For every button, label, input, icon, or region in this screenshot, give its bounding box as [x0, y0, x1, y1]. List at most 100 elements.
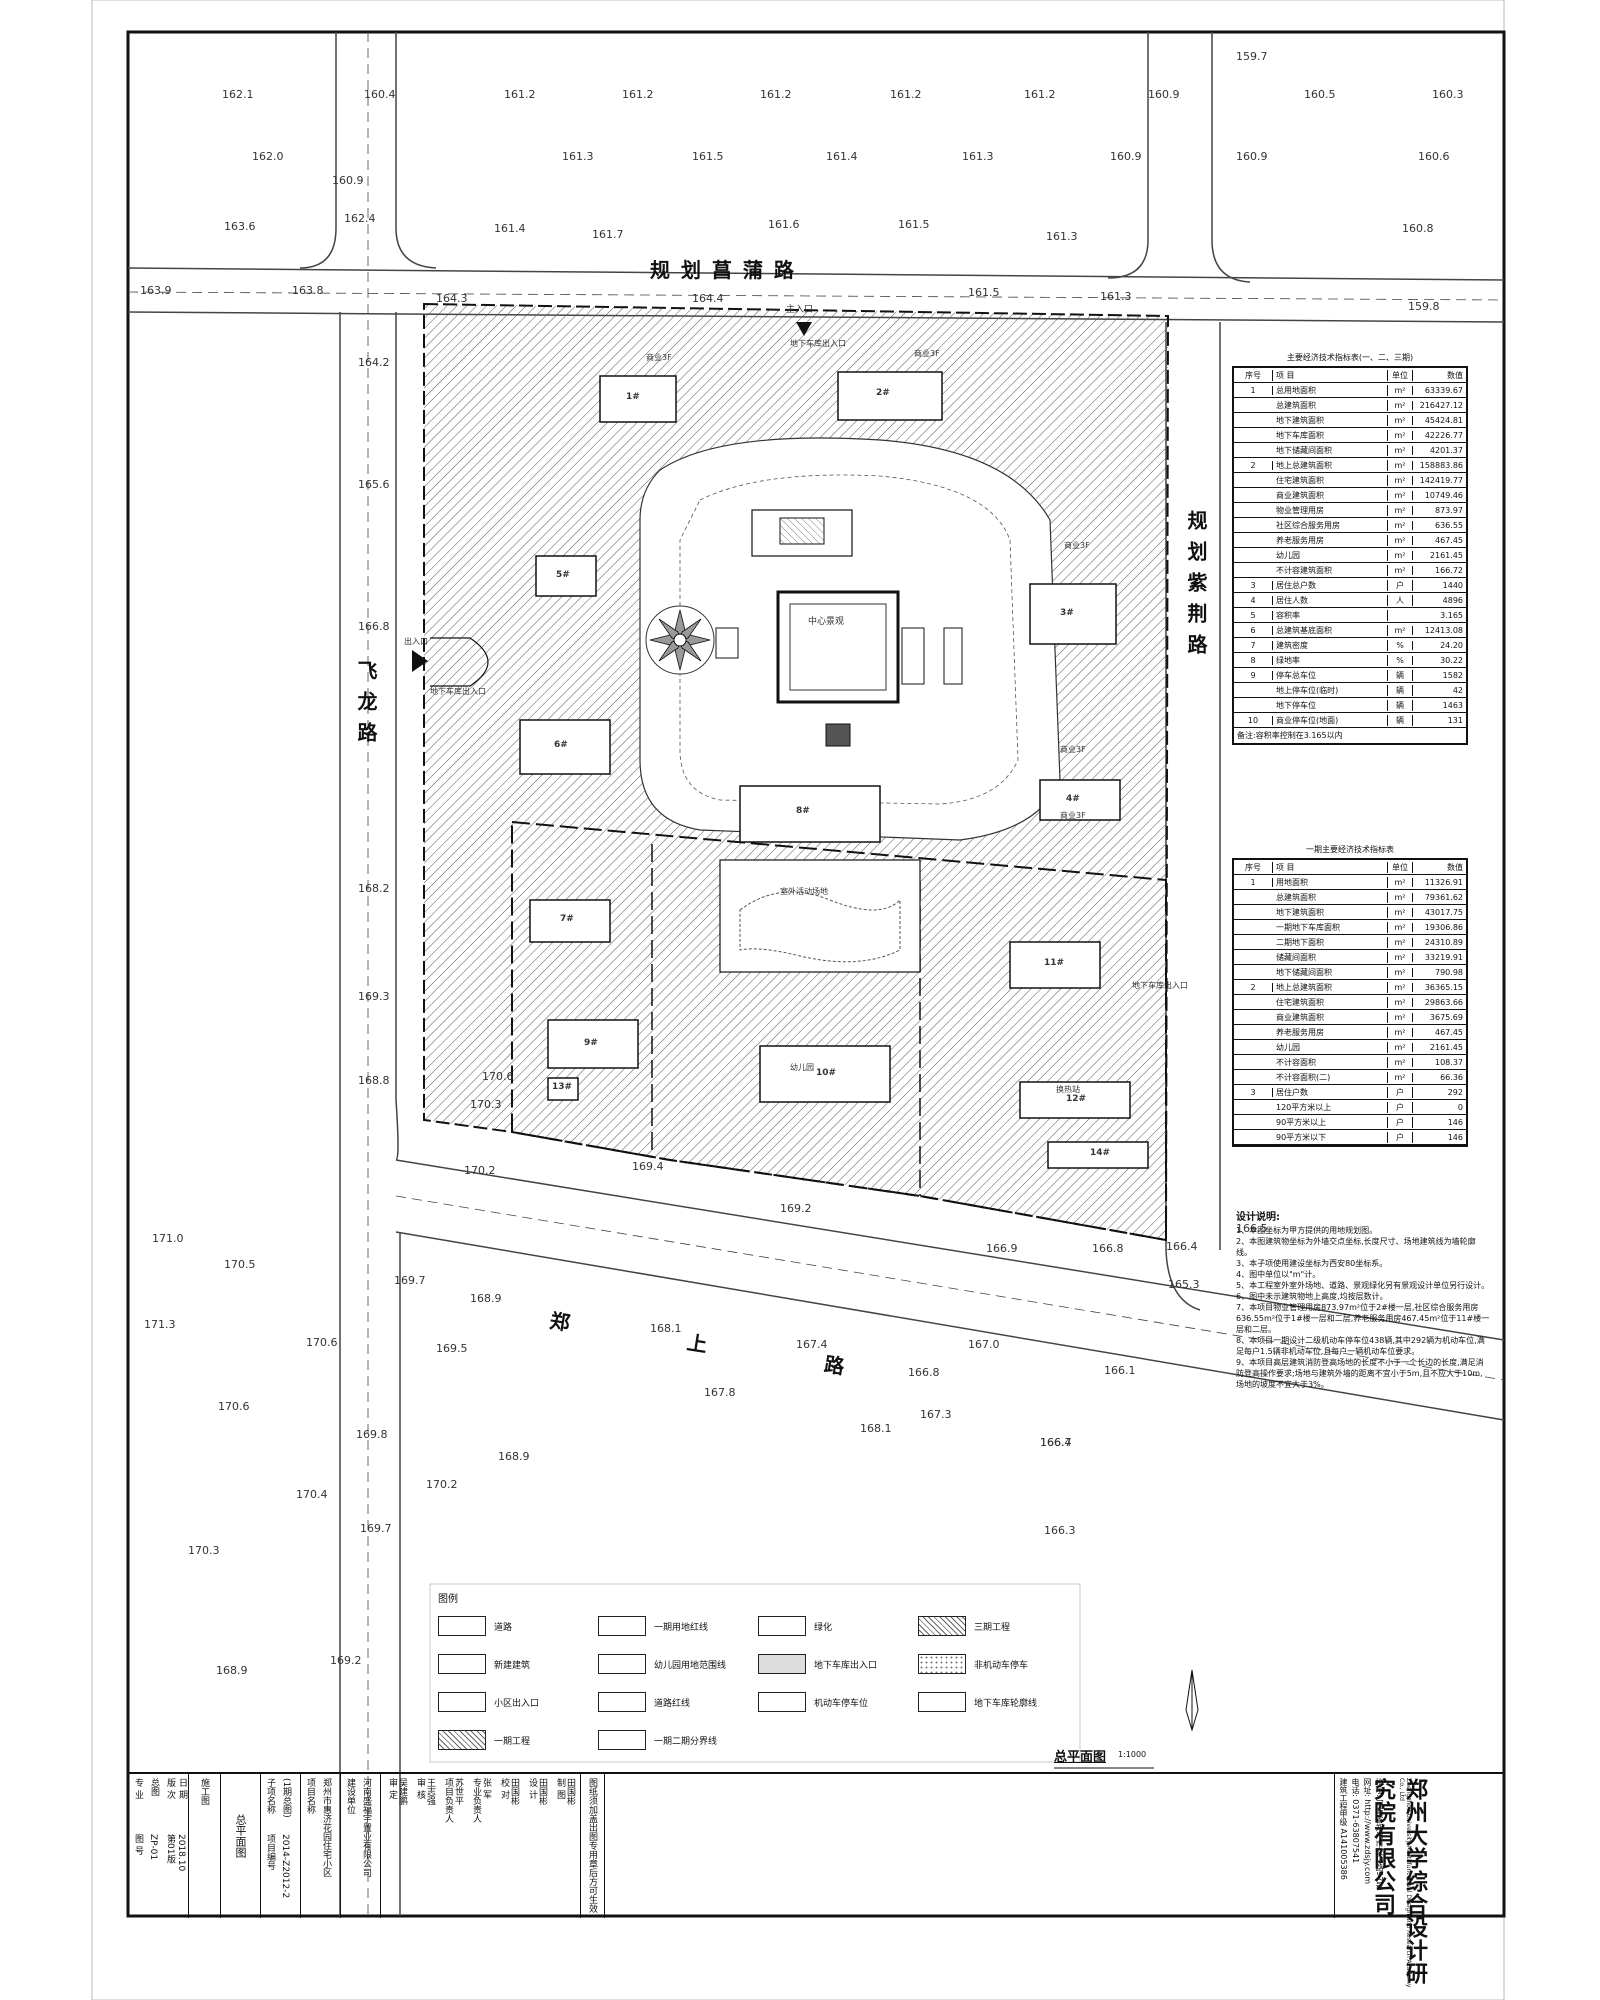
table-cell: 29863.66	[1424, 997, 1463, 1007]
north-entrance-marker	[796, 322, 812, 336]
table-cell: m²	[1388, 997, 1413, 1007]
cert-text: 建筑工程甲级 A141005386	[1339, 1778, 1348, 1880]
table-cell: 467.45	[1435, 1027, 1463, 1037]
table-cell: 户	[1388, 579, 1413, 591]
elevation-label: 161.2	[890, 88, 922, 101]
table-cell: m²	[1388, 1072, 1413, 1082]
client-label: 建设单位	[345, 1778, 355, 1814]
table-cell: m²	[1388, 1042, 1413, 1052]
table-cell: m²	[1388, 565, 1413, 575]
legend-swatch-icon	[598, 1654, 646, 1674]
note-line: 7、本项目物业管理用房873.97m²位于2#楼一层,社区综合服务用房636.5…	[1236, 1303, 1490, 1334]
elevation-label: 166.4	[1166, 1240, 1198, 1253]
table-cell: m²	[1388, 535, 1413, 545]
table-cell: 36365.15	[1424, 982, 1463, 992]
table-cell: 不计容面积	[1273, 1056, 1388, 1068]
elevation-label: 166.3	[1044, 1524, 1076, 1537]
elevation-label: 163.6	[224, 220, 256, 233]
table-cell: 总建筑面积	[1273, 891, 1388, 903]
building-number-label: 10#	[816, 1068, 837, 1078]
table-cell: 63339.67	[1424, 385, 1463, 395]
legend-label: 小区出入口	[494, 1698, 540, 1709]
notes-title: 设计说明:	[1236, 1212, 1280, 1223]
table-cell: 43017.75	[1424, 907, 1463, 917]
legend-label: 三期工程	[974, 1622, 1011, 1633]
table-cell: 总建筑基底面积	[1273, 624, 1388, 636]
discipline-value: 总图	[149, 1778, 159, 1796]
building-number-label: 6#	[554, 740, 568, 750]
table-2-caption: 一期主要经济技术指标表	[1306, 845, 1394, 854]
elevation-label: 161.5	[692, 150, 724, 163]
table-cell: m²	[1388, 400, 1413, 410]
elevation-label: 160.9	[1110, 150, 1142, 163]
elevation-label: 161.3	[562, 150, 594, 163]
table-cell: m²	[1388, 550, 1413, 560]
legend-item: 一期二期分界线	[598, 1730, 717, 1750]
table-cell: 容积率	[1273, 609, 1388, 621]
project-no-value: 2014-Z2012-2	[280, 1834, 290, 1899]
table-cell: 8	[1234, 655, 1273, 665]
elevation-label: 168.9	[498, 1450, 530, 1463]
elevation-label: 171.3	[144, 1318, 176, 1331]
elevation-label: 161.5	[898, 218, 930, 231]
table-cell: 辆	[1388, 699, 1413, 711]
legend: 图例 道路一期用地红线绿化三期工程新建建筑幼儿园用地范围线地下车库出入口非机动车…	[434, 1588, 1074, 1760]
elevation-label: 166.9	[986, 1242, 1018, 1255]
table-cell: 地下储藏间面积	[1273, 966, 1388, 978]
elevation-label: 165.6	[358, 478, 390, 491]
table-cell: 幼儿园	[1273, 1041, 1388, 1053]
legend-swatch-icon	[758, 1692, 806, 1712]
table-cell: 4896	[1442, 595, 1463, 605]
table-cell: 地下储藏间面积	[1273, 444, 1388, 456]
note-line: 2、本图建筑物坐标为外墙交点坐标,长度尺寸、场地建筑线为墙轮廓线。	[1236, 1237, 1476, 1257]
legend-swatch-icon	[758, 1654, 806, 1674]
legend-item: 三期工程	[918, 1616, 1010, 1636]
road-label-west: 飞 龙 路	[354, 660, 378, 744]
signature-role: 专业负责人	[471, 1778, 481, 1823]
elevation-label: 162.1	[222, 88, 254, 101]
table-cell: 10	[1234, 715, 1273, 725]
legend-item: 小区出入口	[438, 1692, 539, 1712]
tel-text: 电话: 0371-63807541	[1351, 1778, 1360, 1864]
legend-swatch-icon	[918, 1616, 966, 1636]
table-cell: m²	[1388, 922, 1413, 932]
elevation-label: 163.9	[140, 284, 172, 297]
elevation-label: 161.4	[826, 150, 858, 163]
table-cell: 辆	[1388, 684, 1413, 696]
legend-item: 机动车停车位	[758, 1692, 868, 1712]
table-cell: 养老服务用房	[1273, 534, 1388, 546]
elevation-label: 170.5	[224, 1258, 256, 1271]
discipline-label: 专 业	[133, 1778, 143, 1799]
table-cell: 地下停车位	[1273, 699, 1388, 711]
stage-value: 施工图	[199, 1778, 209, 1805]
design-notes: 设计说明: 1、本图坐标为甲方提供的用地规划图。2、本图建筑物坐标为外墙交点坐标…	[1236, 1212, 1490, 1390]
elevation-label: 163.8	[292, 284, 324, 297]
table-cell: 3	[1234, 1087, 1273, 1097]
kindergarten-label: 幼儿园	[790, 1063, 814, 1072]
table-cell: 131	[1447, 715, 1463, 725]
building-number-label: 5#	[556, 570, 570, 580]
elevation-label: 171.0	[152, 1232, 184, 1245]
legend-label: 机动车停车位	[814, 1698, 869, 1709]
elevation-label: 168.1	[860, 1422, 892, 1435]
version-value: 第01版	[165, 1834, 175, 1864]
elevation-label: 169.4	[632, 1160, 664, 1173]
table-header-cell: 单位	[1388, 369, 1413, 381]
table-cell: m²	[1388, 952, 1413, 962]
entrance-west-label: 出入口	[404, 637, 428, 646]
table-cell: 2	[1234, 460, 1273, 470]
table-cell: 1582	[1442, 670, 1463, 680]
legend-label: 幼儿园用地范围线	[654, 1660, 727, 1671]
table-cell: 地下车库面积	[1273, 429, 1388, 441]
table-cell: 商业建筑面积	[1273, 1011, 1388, 1023]
table-cell: 住宅建筑面积	[1273, 996, 1388, 1008]
pump-room-label: 换热站	[1056, 1085, 1080, 1094]
